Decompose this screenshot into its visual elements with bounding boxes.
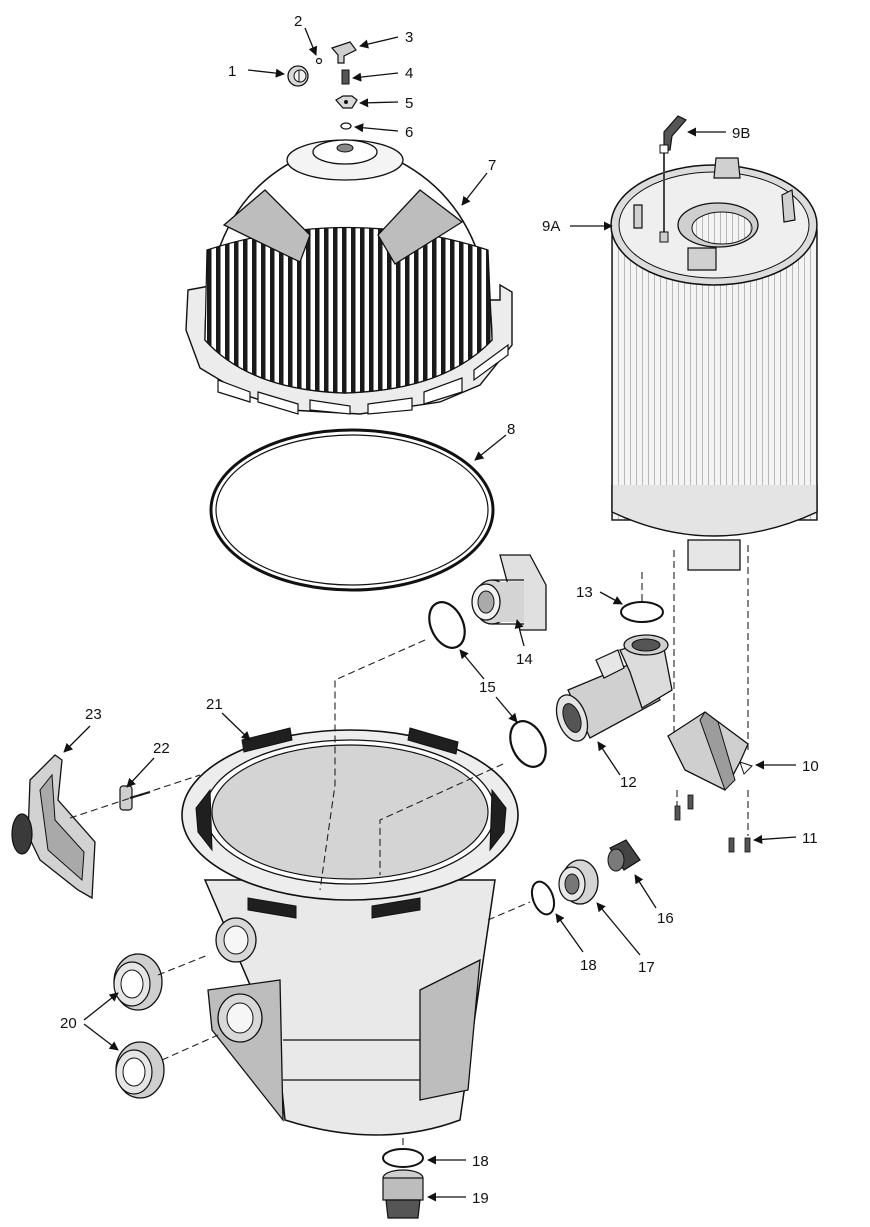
callout-13: 13 — [576, 584, 593, 601]
part-23-handle — [11, 754, 96, 900]
part-4-adapter-stem — [341, 69, 350, 85]
part-20-union-nut-lower — [115, 1041, 165, 1099]
part-22-pin — [119, 785, 151, 811]
part-5-adapter-nut — [335, 95, 358, 109]
callout-7: 7 — [488, 157, 496, 174]
callout-5: 5 — [405, 95, 413, 112]
callout-18-side: 18 — [580, 957, 597, 974]
part-16-drain-plug — [607, 839, 641, 872]
callout-1: 1 — [228, 63, 236, 80]
callout-15: 15 — [479, 679, 496, 696]
callout-17: 17 — [638, 959, 655, 976]
part-3-air-relief-valve — [330, 41, 357, 64]
callout-20: 20 — [60, 1015, 77, 1032]
part-2-o-ring-small — [315, 57, 323, 65]
callout-labels: 1 2 3 4 5 6 7 8 9A 9B 10 11 12 13 14 15 … — [60, 13, 819, 1207]
part-15-o-ring-upper — [428, 601, 466, 649]
callout-6: 6 — [405, 124, 413, 141]
assembly-lines — [69, 545, 749, 1148]
callout-18-bottom: 18 — [472, 1153, 489, 1170]
part-18-o-ring-side — [530, 880, 556, 916]
callout-10: 10 — [802, 758, 819, 775]
part-15-o-ring-lower — [509, 720, 547, 768]
part-17-adapter-fitting — [558, 859, 599, 905]
callout-9a: 9A — [542, 218, 560, 235]
callout-2: 2 — [294, 13, 302, 30]
part-12-elbow-pipe — [555, 634, 673, 742]
callout-8: 8 — [507, 421, 515, 438]
part-19-drain-fitting — [382, 1169, 424, 1219]
part-9a-filter-cartridge — [610, 150, 818, 571]
callout-22: 22 — [153, 740, 170, 757]
part-20-union-nut-upper — [113, 953, 163, 1011]
part-18-o-ring-bottom — [382, 1148, 424, 1168]
callout-16: 16 — [657, 910, 674, 927]
leader-lines — [63, 27, 797, 1202]
part-9b-air-tube-hook — [659, 115, 687, 154]
callout-19: 19 — [472, 1190, 489, 1207]
callout-4: 4 — [405, 65, 413, 82]
callout-11: 11 — [802, 830, 818, 847]
part-1-pressure-gauge — [287, 65, 309, 87]
part-10-bracket — [667, 711, 753, 791]
part-7-filter-lid — [185, 139, 513, 415]
callout-21: 21 — [206, 696, 223, 713]
callout-14: 14 — [516, 651, 533, 668]
part-21-filter-tank — [181, 727, 519, 1136]
callout-9b: 9B — [732, 125, 750, 142]
part-6-o-ring-lid — [340, 122, 352, 130]
callout-3: 3 — [405, 29, 413, 46]
part-11-screws — [674, 794, 751, 853]
callout-23: 23 — [85, 706, 102, 723]
part-14-flange-fitting — [471, 554, 547, 631]
part-13-o-ring — [620, 601, 664, 623]
callout-12: 12 — [620, 774, 637, 791]
part-8-tank-o-ring — [209, 428, 495, 592]
